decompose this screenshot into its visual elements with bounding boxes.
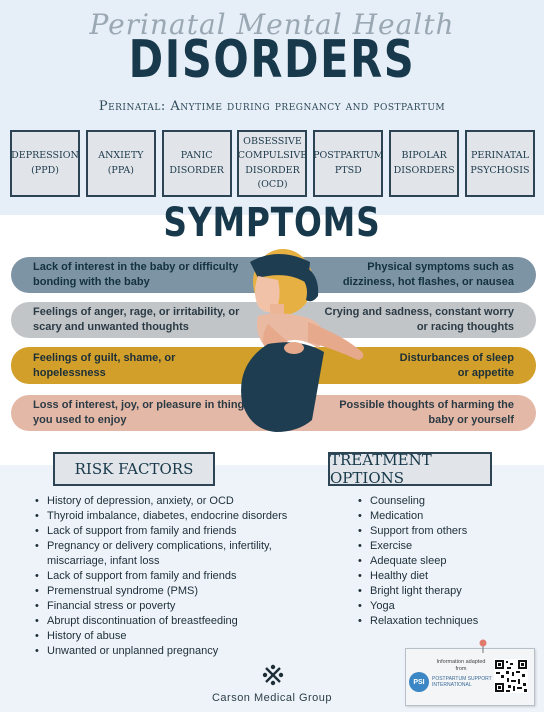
- list-item: Lack of support from family and friends: [33, 569, 328, 584]
- symptom-right-3: Disturbances of sleep or appetite: [399, 351, 514, 379]
- list-item: Relaxation techniques: [356, 614, 526, 629]
- list-item: Thyroid imbalance, diabetes, endocrine d…: [33, 509, 328, 524]
- organization-name: Carson Medical Group: [211, 692, 333, 704]
- psi-logo: PSI: [409, 672, 429, 692]
- list-item: Support from others: [356, 524, 526, 539]
- symptom-left-3: Feelings of guilt, shame, or hopelessnes…: [33, 351, 176, 379]
- main-title: DISORDERS: [128, 30, 416, 90]
- list-item: Unwanted or unplanned pregnancy: [33, 644, 328, 659]
- pregnant-woman-illustration: [241, 249, 364, 432]
- script-title: Perinatal Mental Health: [89, 8, 455, 41]
- risk-factors-heading: RISK FACTORS: [53, 452, 215, 486]
- disorder-anxiety: ANXIETY(PPA): [85, 130, 156, 197]
- symptom-right-2: Crying and sadness, constant worry or ra…: [324, 306, 515, 333]
- treatment-options-heading: TREATMENT OPTIONS: [328, 451, 492, 487]
- list-item: Bright light therapy: [356, 584, 526, 599]
- source-note: Information adapted from: [436, 659, 486, 672]
- list-item: Counseling: [356, 494, 526, 509]
- list-item: Medication: [356, 509, 526, 524]
- list-item: Healthy diet: [356, 569, 526, 584]
- list-item: Pregnancy or delivery complications, inf…: [33, 539, 328, 569]
- qr-code[interactable]: [494, 659, 528, 693]
- treatment-options-list: Counseling Medication Support from other…: [356, 494, 526, 629]
- list-item: Adequate sleep: [356, 554, 526, 569]
- list-item: Yoga: [356, 599, 526, 614]
- disorder-depression: DEPRESSION(PPD): [10, 130, 80, 197]
- list-item: History of abuse: [33, 629, 328, 644]
- symptoms-title: SYMPTOMS: [163, 200, 381, 246]
- medical-group-logo-icon: [262, 664, 284, 686]
- risk-factors-list: History of depression, anxiety, or OCD T…: [33, 494, 328, 659]
- symptom-left-4: Loss of interest, joy, or pleasure in th…: [33, 399, 251, 426]
- list-item: Lack of support from family and friends: [33, 524, 328, 539]
- symptom-left-2: Feelings of anger, rage, or irritability…: [33, 306, 240, 333]
- thumbtack-icon: [479, 639, 487, 653]
- symptom-right-4: Possible thoughts of harming the baby or…: [339, 399, 514, 426]
- symptom-right-1: Physical symptoms such as dizziness, hot…: [342, 261, 514, 288]
- psi-org-name: POSTPARTUM SUPPORT INTERNATIONAL: [432, 676, 492, 688]
- list-item: Abrupt discontinuation of breastfeeding: [33, 614, 328, 629]
- list-item: Premenstrual syndrome (PMS): [33, 584, 328, 599]
- subtitle: Perinatal: Anytime during pregnancy and …: [98, 99, 446, 114]
- list-item: History of depression, anxiety, or OCD: [33, 494, 328, 509]
- list-item: Exercise: [356, 539, 526, 554]
- list-item: Financial stress or poverty: [33, 599, 328, 614]
- symptom-left-1: Lack of interest in the baby or difficul…: [33, 261, 239, 288]
